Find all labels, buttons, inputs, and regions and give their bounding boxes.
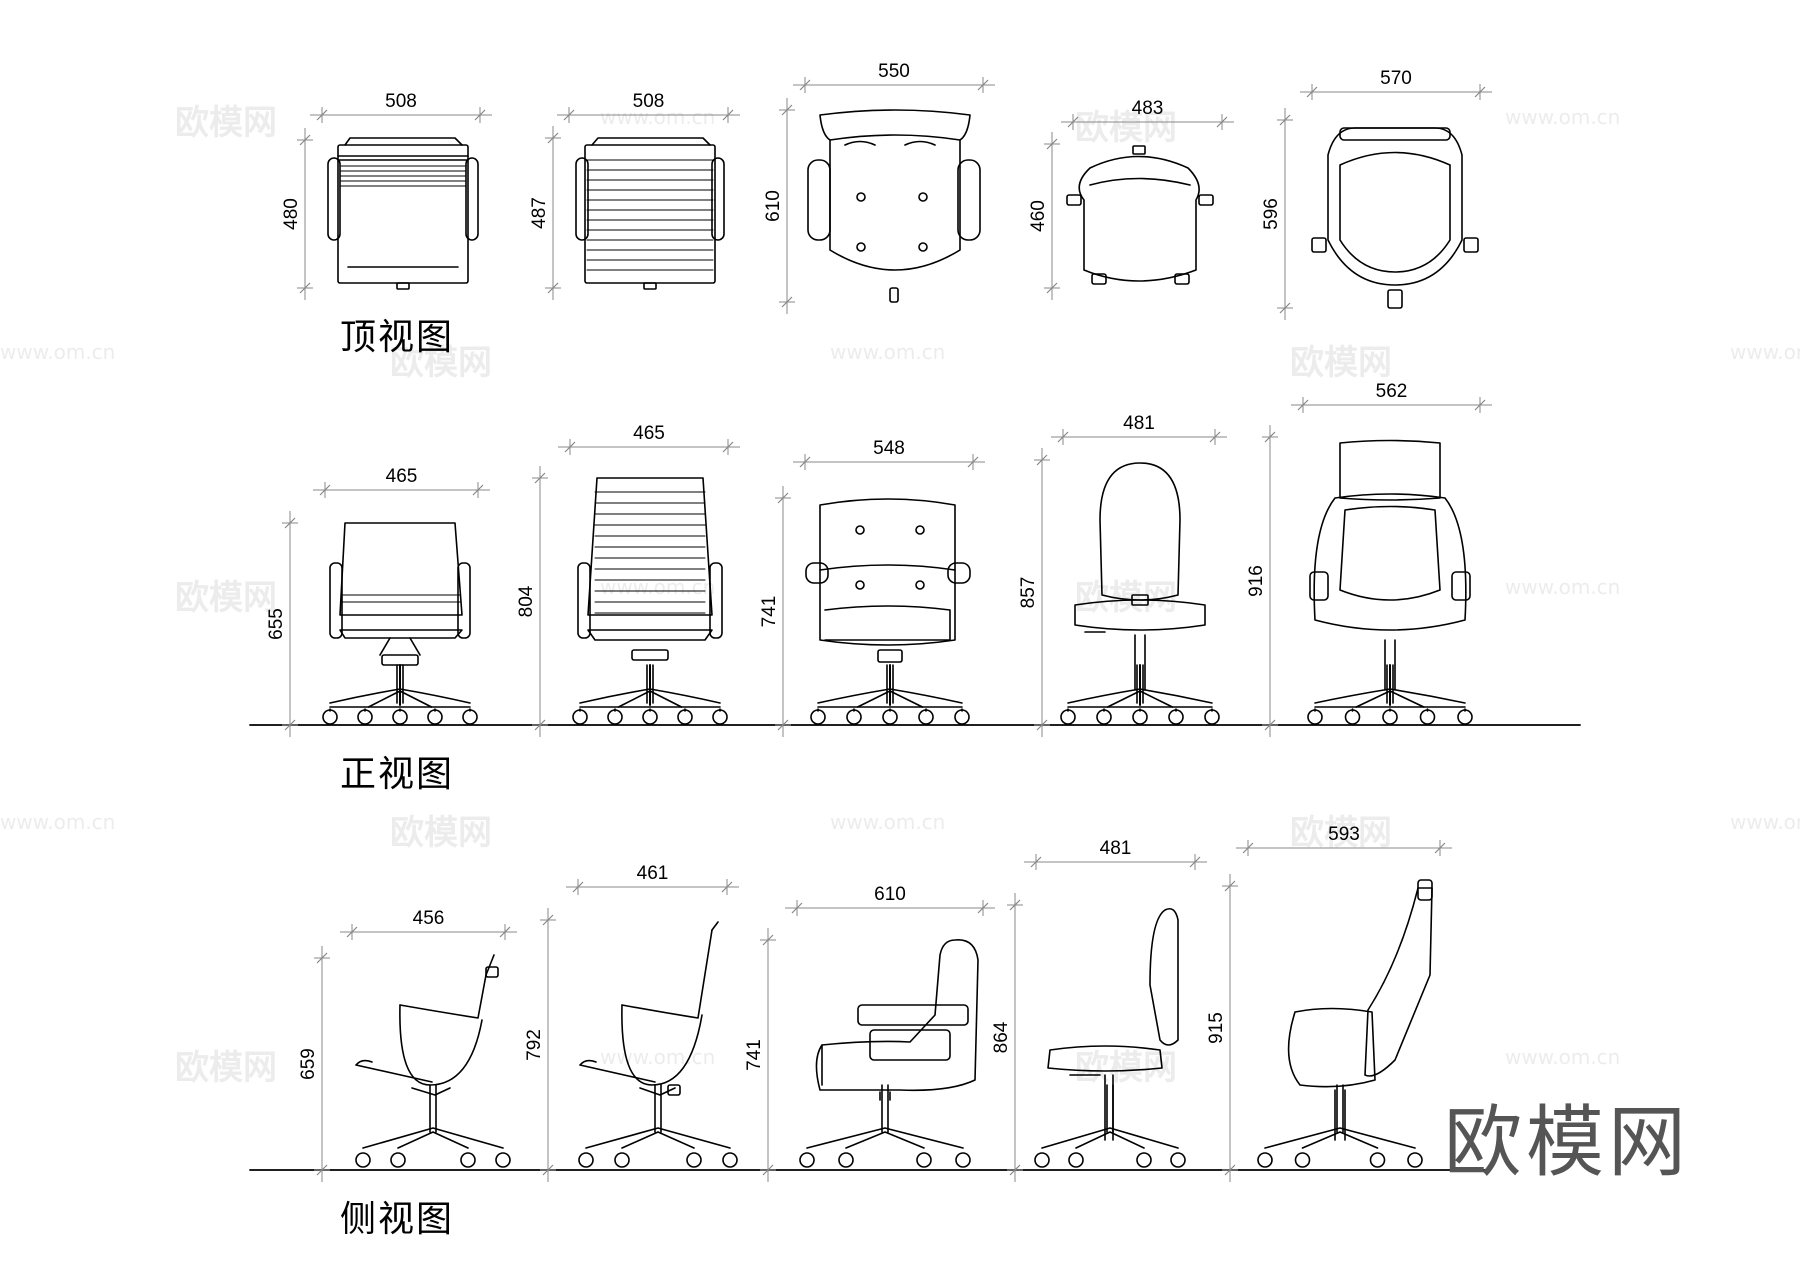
side-view-chair-1 bbox=[355, 954, 499, 1096]
brand-logo: 欧模网 bbox=[1443, 1098, 1690, 1188]
top-view-chair-2 bbox=[575, 137, 725, 290]
side-base-1 bbox=[355, 1084, 511, 1168]
top-depth-1: 480 bbox=[281, 128, 313, 300]
side-view-chair-5 bbox=[1287, 879, 1433, 1141]
top-depth-2: 487 bbox=[529, 126, 561, 300]
front-view-chair-1 bbox=[329, 522, 471, 666]
front-base-2 bbox=[572, 664, 728, 725]
svg-text:465: 465 bbox=[633, 423, 665, 444]
svg-text:655: 655 bbox=[266, 608, 287, 640]
top-depth-5: 596 bbox=[1261, 108, 1293, 320]
side-height-2: 792 bbox=[524, 908, 556, 1182]
svg-text:610: 610 bbox=[763, 190, 784, 222]
side-height-3: 741 bbox=[744, 928, 776, 1182]
side-view-chair-3 bbox=[815, 939, 979, 1101]
top-width-3: 550 bbox=[793, 61, 995, 93]
front-view-chair-4 bbox=[1074, 462, 1206, 691]
svg-text:804: 804 bbox=[516, 585, 537, 617]
svg-text:508: 508 bbox=[385, 91, 417, 112]
top-view-chair-3 bbox=[807, 109, 981, 303]
top-view-label: 顶视图 bbox=[340, 317, 455, 358]
front-view-chair-2 bbox=[577, 477, 723, 661]
top-width-2: 508 bbox=[557, 91, 740, 123]
svg-text:481: 481 bbox=[1123, 413, 1155, 434]
front-height-5: 916 bbox=[1246, 425, 1278, 737]
svg-text:659: 659 bbox=[298, 1048, 319, 1080]
front-base-3 bbox=[810, 664, 970, 725]
svg-text:487: 487 bbox=[529, 197, 550, 229]
top-width-5: 570 bbox=[1300, 68, 1492, 100]
side-base-2 bbox=[578, 1084, 738, 1168]
side-height-5: 915 bbox=[1206, 874, 1238, 1182]
front-view-label: 正视图 bbox=[340, 754, 455, 795]
front-width-4: 481 bbox=[1051, 413, 1227, 445]
front-width-3: 548 bbox=[793, 438, 985, 470]
svg-text:741: 741 bbox=[744, 1039, 765, 1071]
svg-text:864: 864 bbox=[991, 1021, 1012, 1053]
svg-text:508: 508 bbox=[633, 91, 665, 112]
side-height-1: 659 bbox=[298, 946, 330, 1182]
side-width-3: 610 bbox=[785, 884, 995, 916]
svg-text:857: 857 bbox=[1018, 577, 1039, 609]
front-width-5: 562 bbox=[1291, 381, 1492, 413]
top-width-4: 483 bbox=[1061, 98, 1234, 130]
front-base-1 bbox=[322, 664, 478, 725]
front-height-4: 857 bbox=[1018, 448, 1050, 737]
top-width-1: 508 bbox=[310, 91, 492, 123]
front-view-chair-5 bbox=[1309, 439, 1471, 691]
side-view-chair-2 bbox=[579, 921, 719, 1096]
top-depth-4: 460 bbox=[1028, 132, 1060, 300]
side-width-2: 461 bbox=[566, 863, 739, 895]
svg-text:456: 456 bbox=[413, 908, 445, 929]
side-height-4: 864 bbox=[991, 893, 1023, 1182]
svg-text:916: 916 bbox=[1246, 565, 1267, 597]
side-base-4 bbox=[1034, 1084, 1186, 1168]
svg-text:460: 460 bbox=[1028, 200, 1049, 232]
front-height-2: 804 bbox=[516, 466, 548, 737]
side-view-label: 侧视图 bbox=[340, 1199, 455, 1240]
svg-text:480: 480 bbox=[281, 198, 302, 230]
top-view-chair-1 bbox=[327, 137, 479, 290]
svg-text:461: 461 bbox=[637, 863, 669, 884]
svg-text:481: 481 bbox=[1100, 838, 1132, 859]
front-width-1: 465 bbox=[313, 466, 490, 498]
svg-text:570: 570 bbox=[1380, 68, 1412, 89]
side-width-4: 481 bbox=[1024, 838, 1207, 870]
svg-text:550: 550 bbox=[878, 61, 910, 82]
front-width-2: 465 bbox=[558, 423, 740, 455]
top-view-chair-5 bbox=[1311, 127, 1479, 309]
side-base-5 bbox=[1257, 1084, 1423, 1168]
front-base-4 bbox=[1060, 664, 1220, 725]
svg-text:741: 741 bbox=[759, 596, 780, 628]
svg-text:483: 483 bbox=[1132, 98, 1164, 119]
svg-text:593: 593 bbox=[1328, 824, 1360, 845]
front-base-5 bbox=[1307, 664, 1473, 725]
svg-text:596: 596 bbox=[1261, 198, 1282, 230]
svg-text:548: 548 bbox=[873, 438, 905, 459]
svg-text:792: 792 bbox=[524, 1029, 545, 1061]
svg-text:465: 465 bbox=[386, 466, 418, 487]
side-width-1: 456 bbox=[340, 908, 517, 940]
front-view-chair-3 bbox=[805, 498, 971, 663]
svg-text:915: 915 bbox=[1206, 1012, 1227, 1044]
svg-text:610: 610 bbox=[874, 884, 906, 905]
front-height-3: 741 bbox=[759, 486, 791, 737]
top-view-chair-4 bbox=[1066, 145, 1214, 285]
side-width-5: 593 bbox=[1236, 824, 1452, 856]
top-depth-3: 610 bbox=[763, 98, 795, 314]
front-height-1: 655 bbox=[266, 511, 298, 737]
svg-text:562: 562 bbox=[1376, 381, 1408, 402]
side-base-3 bbox=[799, 1084, 971, 1168]
